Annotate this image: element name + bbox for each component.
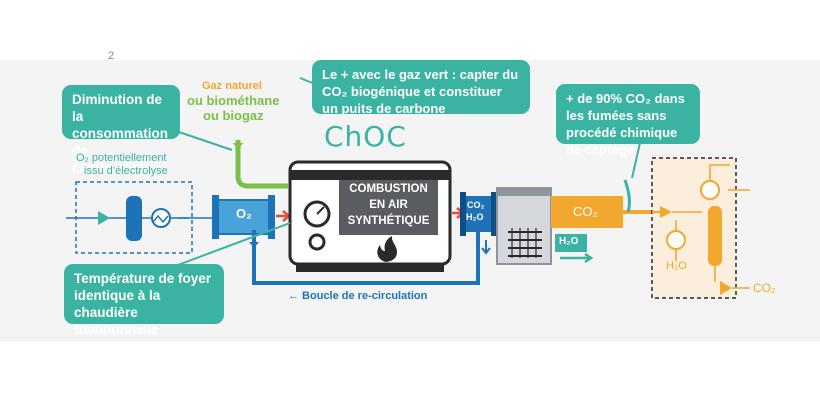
condenser-unit	[496, 187, 552, 265]
gas-arrow-icon	[233, 143, 243, 150]
flame-icon	[377, 236, 397, 262]
capture-box	[651, 157, 737, 299]
callout-gaz-vert: Le + avec le gaz vert : capter du CO₂ bi…	[312, 60, 530, 116]
co2-outlet-label: CO₂	[467, 200, 485, 210]
callout-diminution: Diminution de la consommation de combust…	[62, 85, 180, 175]
recirculation-label: ← Boucle de re-circulation	[288, 290, 428, 302]
gas-label-1: Gaz naturel	[202, 80, 262, 92]
heat-exchanger-icon	[151, 208, 171, 228]
h2o-condensate-label: H₂O	[559, 236, 579, 247]
h2o-exit-arrow-icon	[560, 252, 594, 264]
boiler-title-1: COMBUSTION	[349, 183, 428, 195]
co2-flue-label: CO₂	[573, 204, 598, 219]
gas-label-2: ou biométhane	[187, 93, 280, 108]
capture-co2-label: CO₂	[753, 281, 776, 295]
boiler-title-3: SYNTHÉTIQUE	[347, 215, 430, 227]
capture-h2o-label: H₂O	[666, 260, 687, 272]
heat-exchanger-icon-right	[700, 180, 720, 200]
electrolyse-label-2: issu d’électrolyse	[84, 165, 168, 177]
compressor-icon	[98, 211, 110, 225]
compressor-icon-right	[660, 206, 672, 218]
co2-duct	[551, 196, 623, 228]
outlet-duct	[464, 196, 492, 232]
callout-captage: + de 90% CO₂ dans les fumées sans procéd…	[556, 84, 700, 157]
combustion-panel	[339, 180, 438, 235]
pump-icon	[308, 233, 326, 251]
h2o-duct	[555, 234, 587, 252]
h2o-outlet-label: H₂O	[466, 212, 484, 222]
choc-logo: ChOC	[324, 120, 407, 153]
co2-out-arrow-icon	[720, 281, 732, 295]
gas-label-3: ou biogaz	[203, 108, 264, 123]
electrolyse-label-1: O₂ potentiellement	[76, 152, 167, 164]
top-glyph: 2	[108, 50, 115, 62]
column-icon	[126, 196, 142, 241]
o2-inlet-arrow-icon	[276, 210, 291, 222]
gas-pipe	[235, 140, 288, 189]
callout-temperature: Température de foyer identique à la chau…	[64, 264, 224, 337]
o2-label: O₂	[236, 206, 252, 221]
recirculation-loop	[252, 230, 480, 285]
boiler-title-2: EN AIR	[369, 199, 408, 211]
column-icon-right	[708, 206, 722, 266]
radiator-icon	[508, 228, 542, 258]
